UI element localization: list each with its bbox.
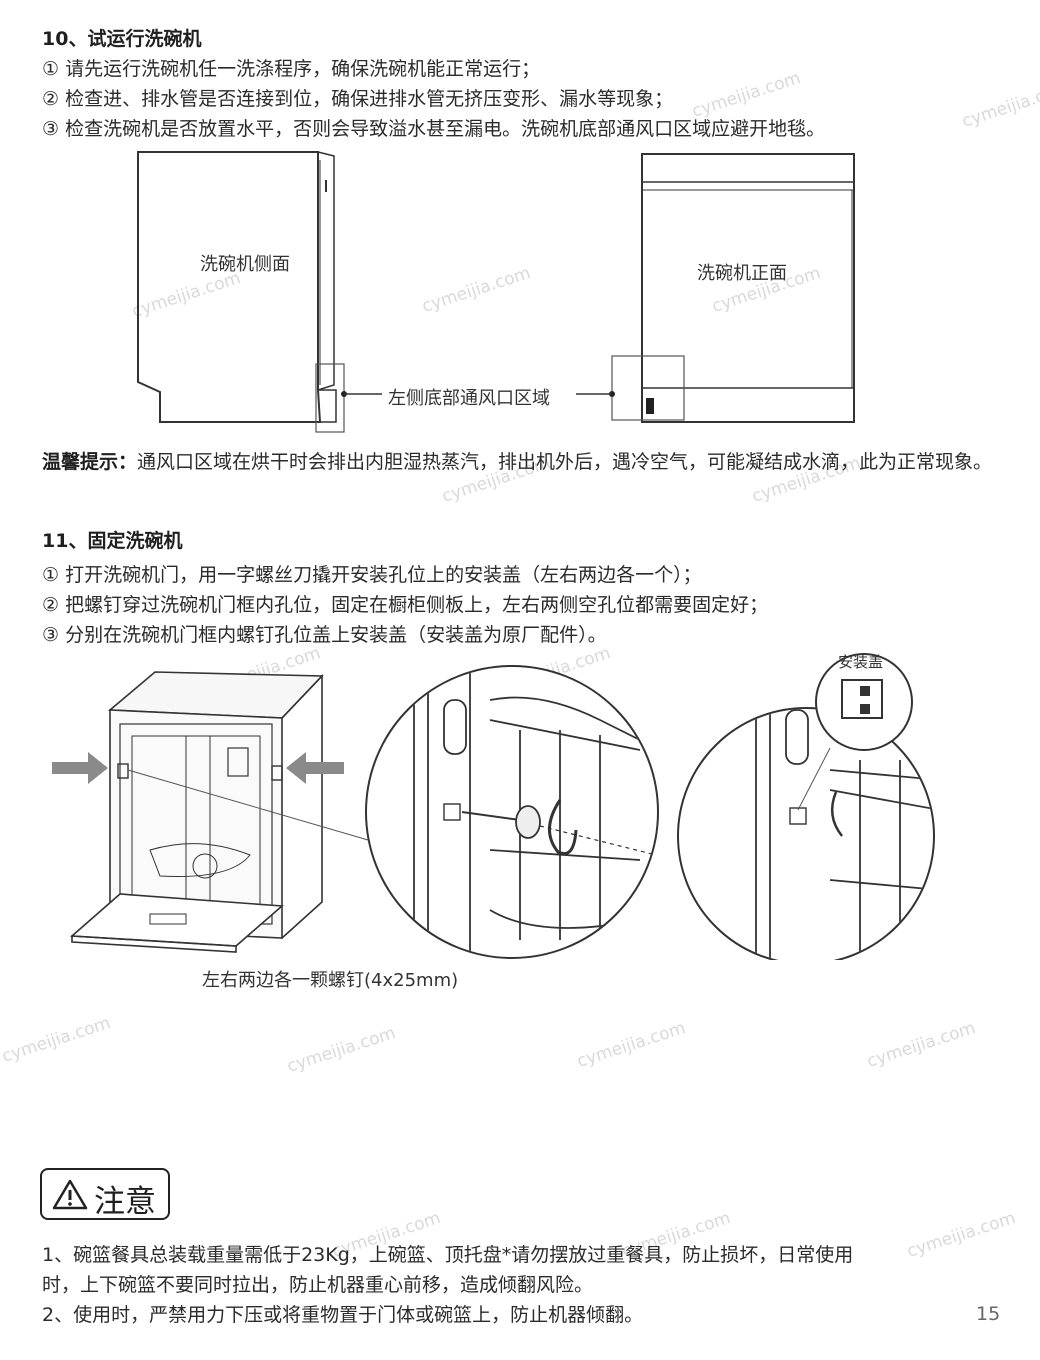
screw-caption: 左右两边各一颗螺钉(4x25mm) <box>202 970 459 991</box>
cover-inset-circle <box>815 653 913 751</box>
cover-detail-circle <box>677 707 935 960</box>
section-10-step-3: ③ 检查洗碗机是否放置水平，否则会导致溢水甚至漏电。洗碗机底部通风口区域应避开地… <box>42 118 826 140</box>
watermark: cymeijia.com <box>284 1023 399 1077</box>
watermark: cymeijia.com <box>864 1018 979 1072</box>
watermark: cymeijia.com <box>904 1208 1019 1262</box>
front-view-label: 洗碗机正面 <box>697 263 787 284</box>
dishwasher-side-front-diagram <box>137 151 855 433</box>
install-cover-icon <box>841 679 883 719</box>
section-10-step-2: ② 检查进、排水管是否连接到位，确保进排水管无挤压变形、漏水等现象； <box>42 88 674 110</box>
front-vent-mark <box>646 398 654 414</box>
section-11-title: 11、固定洗碗机 <box>42 530 183 552</box>
tip-paragraph: 温馨提示：通风口区域在烘干时会排出内胆湿热蒸汽，排出机外后，遇冷空气，可能凝结成… <box>42 448 1032 476</box>
side-view-outline <box>137 151 337 423</box>
front-view-outline <box>641 153 855 423</box>
watermark: cymeijia.com <box>0 1013 114 1067</box>
side-vent-highlight <box>315 363 345 433</box>
caution-box: 注意 <box>40 1168 170 1220</box>
dishwasher-open-door-illustration <box>70 671 324 953</box>
vent-area-label: 左侧底部通风口区域 <box>388 388 550 409</box>
watermark: cymeijia.com <box>574 1018 689 1072</box>
tip-heading: 温馨提示： <box>42 451 138 473</box>
section-11-step-2: ② 把螺钉穿过洗碗机门框内孔位，固定在橱柜侧板上，左右两侧空孔位都需要固定好； <box>42 594 769 616</box>
page-number: 15 <box>976 1303 1001 1325</box>
watermark: cymeijia.com <box>959 78 1040 132</box>
caution-line-3: 2、使用时，严禁用力下压或将重物置于门体或碗篮上，防止机器倾翻。 <box>42 1304 644 1326</box>
install-cover-label: 安装盖 <box>838 653 884 671</box>
side-view-label: 洗碗机侧面 <box>200 254 290 275</box>
section-10-step-1: ① 请先运行洗碗机任一洗涤程序，确保洗碗机能正常运行； <box>42 58 541 80</box>
caution-line-2: 时，上下碗篮不要同时拉出，防止机器重心前移，造成倾翻风险。 <box>42 1274 594 1296</box>
caution-line-1: 1、碗篮餐具总装载重量需低于23Kg，上碗篮、顶托盘*请勿摆放过重餐具，防止损坏… <box>42 1244 854 1266</box>
front-vent-highlight <box>611 355 685 421</box>
section-11-step-3: ③ 分别在洗碗机门框内螺钉孔位盖上安装盖（安装盖为原厂配件）。 <box>42 624 607 646</box>
tip-text: 通风口区域在烘干时会排出内胆湿热蒸汽，排出机外后，遇冷空气，可能凝结成水滴，此为… <box>137 451 993 473</box>
section-10-title: 10、试运行洗碗机 <box>42 28 202 50</box>
warning-triangle-icon <box>52 1179 88 1210</box>
section-11-step-1: ① 打开洗碗机门，用一字螺丝刀撬开安装孔位上的安装盖（左右两边各一个）； <box>42 564 702 586</box>
caution-label: 注意 <box>94 1184 156 1220</box>
right-arrow-icon <box>286 752 344 784</box>
screw-detail-circle <box>365 665 659 959</box>
left-arrow-icon <box>52 752 108 784</box>
installation-diagram <box>52 653 935 960</box>
